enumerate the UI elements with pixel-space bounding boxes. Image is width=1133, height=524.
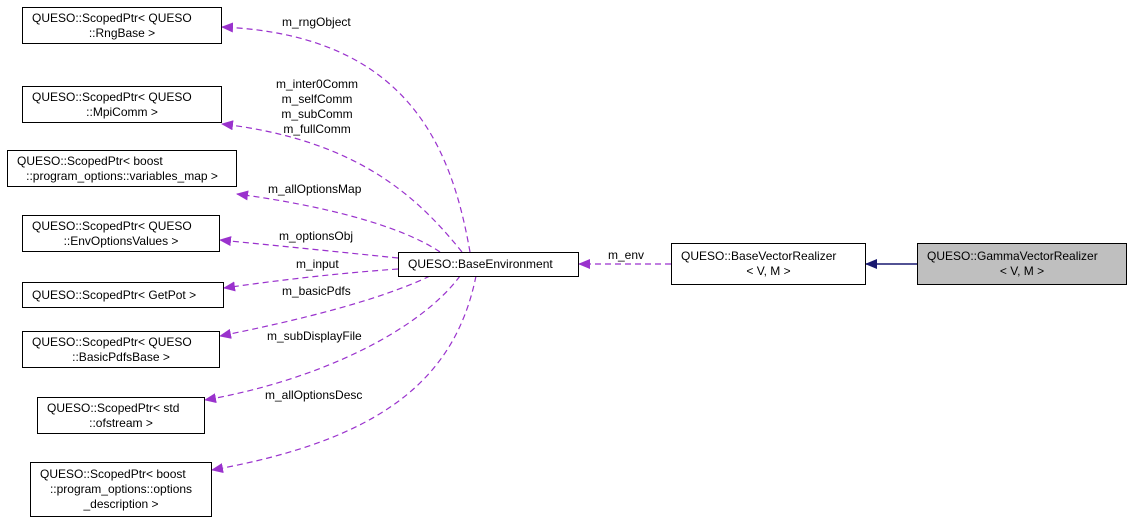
edge-label-line: m_allOptionsMap <box>268 182 362 196</box>
edge-label-line: m_subDisplayFile <box>267 329 362 343</box>
node-scopedptr-envoptionsvalues[interactable]: QUESO::ScopedPtr< QUESO ::EnvOptionsValu… <box>22 215 220 252</box>
node-scopedptr-basicpdfsbase[interactable]: QUESO::ScopedPtr< QUESO ::BasicPdfsBase … <box>22 331 220 368</box>
edge-label-line: m_env <box>608 248 645 262</box>
edge-label-line: m_fullComm <box>283 122 351 136</box>
node-line: < V, M > <box>999 264 1045 278</box>
edge-label-all-options-map: m_allOptionsMap <box>268 182 361 197</box>
edge-rng-object <box>221 22 471 253</box>
edge-label-comms: m_inter0Comm m_selfComm m_subComm m_full… <box>276 77 358 137</box>
edge-label-line: m_subComm <box>281 107 353 121</box>
edge-label-input: m_input <box>296 257 339 272</box>
node-line: ::MpiComm > <box>86 104 158 119</box>
node-gamma-vector-realizer[interactable]: QUESO::GammaVectorRealizer < V, M > <box>917 243 1127 285</box>
node-line: QUESO::ScopedPtr< QUESO <box>32 334 192 349</box>
node-scopedptr-getpot[interactable]: QUESO::ScopedPtr< GetPot > <box>22 282 224 308</box>
node-line: QUESO::BaseEnvironment <box>408 257 553 271</box>
edge-basic-pdfs <box>219 275 431 339</box>
node-scopedptr-rngbase[interactable]: QUESO::ScopedPtr< QUESO ::RngBase > <box>22 7 222 44</box>
edge-label-all-options-desc: m_allOptionsDesc <box>265 388 362 403</box>
edge-sub-display-file <box>204 275 461 404</box>
node-line: QUESO::ScopedPtr< QUESO <box>32 218 192 233</box>
node-line: ::RngBase > <box>88 25 156 40</box>
node-base-environment[interactable]: QUESO::BaseEnvironment <box>398 252 579 277</box>
node-scopedptr-mpicomm[interactable]: QUESO::ScopedPtr< QUESO ::MpiComm > <box>22 86 222 123</box>
node-base-vector-realizer[interactable]: QUESO::BaseVectorRealizer < V, M > <box>671 243 866 285</box>
node-scopedptr-variables-map[interactable]: QUESO::ScopedPtr< boost ::program_option… <box>7 150 237 187</box>
node-line: ::ofstream > <box>89 415 153 430</box>
edge-label-line: m_allOptionsDesc <box>265 388 363 402</box>
node-line: QUESO::ScopedPtr< boost <box>40 467 186 481</box>
node-line: QUESO::GammaVectorRealizer <box>927 249 1098 263</box>
edge-options-obj <box>219 236 399 259</box>
node-line: QUESO::ScopedPtr< GetPot > <box>32 287 197 302</box>
edge-label-line: m_rngObject <box>282 15 351 29</box>
node-line: QUESO::ScopedPtr< QUESO <box>32 89 192 104</box>
edge-label-env: m_env <box>608 248 644 263</box>
edge-label-basic-pdfs: m_basicPdfs <box>282 284 351 299</box>
edge-label-line: m_optionsObj <box>279 229 354 243</box>
edge-label-line: m_input <box>296 257 339 271</box>
node-line: QUESO::ScopedPtr< boost <box>17 153 163 168</box>
edge-label-rng-object: m_rngObject <box>282 15 351 30</box>
edge-label-line: m_basicPdfs <box>282 284 351 298</box>
node-line: < V, M > <box>746 264 791 278</box>
edge-label-line: m_inter0Comm <box>276 77 359 91</box>
node-line: QUESO::ScopedPtr< QUESO <box>32 10 192 25</box>
edge-comms <box>221 120 463 253</box>
node-line: _description > <box>83 497 159 511</box>
edge-all-options-map <box>236 190 441 253</box>
node-line: QUESO::BaseVectorRealizer <box>681 249 837 263</box>
node-scopedptr-options-description[interactable]: QUESO::ScopedPtr< boost ::program_option… <box>30 462 212 517</box>
node-line: ::program_options::variables_map > <box>26 168 218 183</box>
edge-all-options-desc <box>211 275 477 473</box>
edge-input <box>223 268 399 292</box>
edge-label-sub-display-file: m_subDisplayFile <box>267 329 362 344</box>
node-line: QUESO::ScopedPtr< std <box>47 400 180 415</box>
edge-label-options-obj: m_optionsObj <box>279 229 353 244</box>
node-line: ::BasicPdfsBase > <box>72 349 170 364</box>
node-line: ::program_options::options <box>49 482 193 496</box>
edge-label-line: m_selfComm <box>281 92 353 106</box>
node-scopedptr-ofstream[interactable]: QUESO::ScopedPtr< std ::ofstream > <box>37 397 205 434</box>
node-line: ::EnvOptionsValues > <box>63 233 179 248</box>
